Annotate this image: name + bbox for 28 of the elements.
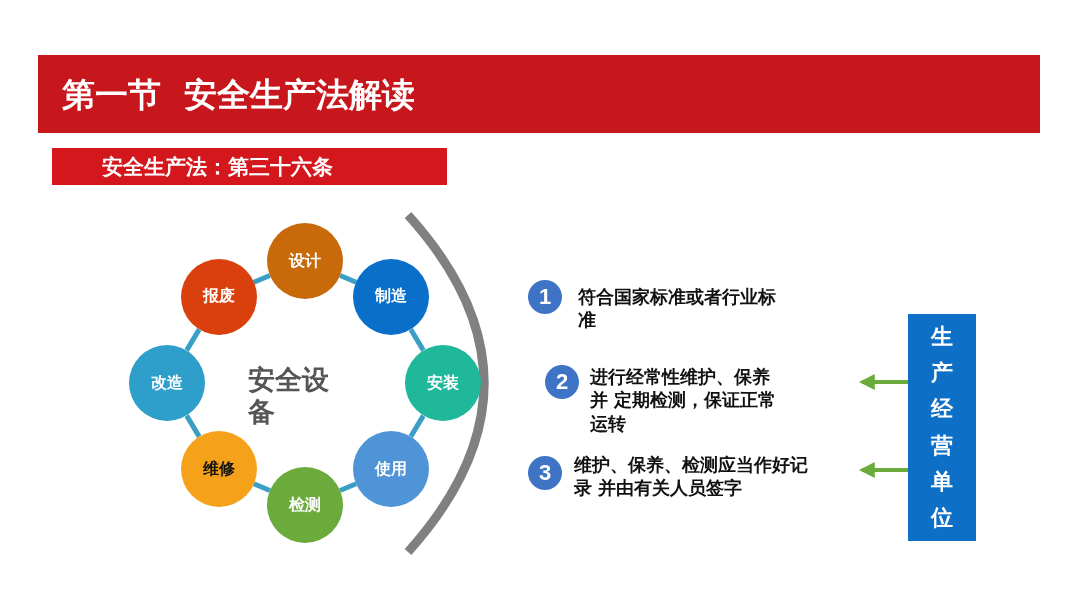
requirement-text: 进行经常性维护、保养并 定期检测，保证正常运转 [590, 365, 778, 436]
number-badge: 1 [528, 280, 562, 314]
stage-circle: 安装 [404, 345, 481, 421]
connector-line [252, 481, 271, 493]
stage-circle: 使用 [353, 431, 430, 508]
connector-line [252, 273, 271, 285]
stage-circle: 设计 [267, 223, 343, 299]
connector-line [408, 328, 426, 352]
entity-box: 生产经营单位 [908, 314, 976, 541]
arrow [858, 374, 908, 390]
number-badge: 2 [545, 365, 579, 399]
number-badge: 3 [528, 456, 562, 490]
stage-circle: 维修 [180, 431, 257, 508]
stage-circle: 制造 [353, 258, 430, 335]
requirement-text: 维护、保养、检测应当作好记录 并由有关人员签字 [574, 453, 809, 500]
connector-line [408, 414, 426, 438]
connector-line [339, 481, 358, 493]
stage-circle: 改造 [129, 345, 206, 421]
arrow [858, 462, 908, 478]
stage-circle: 报废 [180, 258, 257, 335]
connector-line [184, 328, 202, 352]
center-label: 安全设备 [248, 364, 330, 429]
title: 第一节 安全生产法解读 [62, 74, 415, 116]
connector-line [184, 414, 202, 438]
requirement-text: 符合国家标准或者行业标准 [578, 285, 777, 332]
connector-line [339, 273, 358, 285]
section-banner: 安全生产法：第三十六条 [52, 148, 447, 185]
stage-circle: 检测 [267, 467, 343, 543]
